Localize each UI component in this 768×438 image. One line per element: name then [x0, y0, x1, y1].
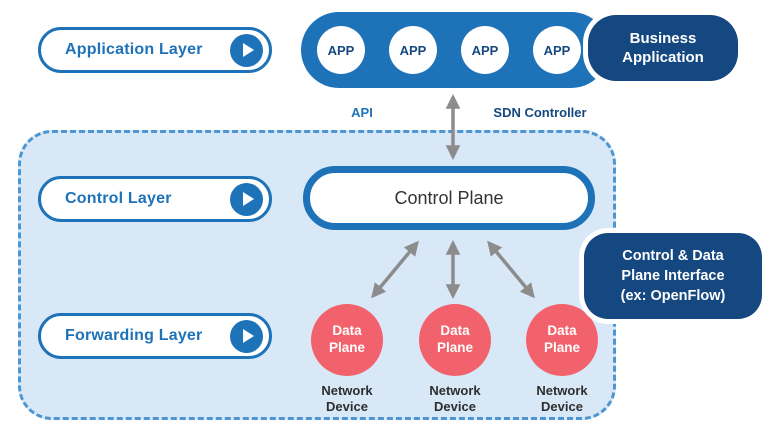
triangle-icon	[242, 329, 254, 343]
forwarding-layer-pill: Forwarding Layer	[38, 313, 272, 359]
network-device-column-2: Data Plane Network Device	[410, 304, 500, 416]
network-device-label: Network Device	[321, 383, 373, 415]
play-icon	[230, 182, 263, 216]
forwarding-layer-label: Forwarding Layer	[65, 327, 203, 344]
interface-badge: Control & Data Plane Interface (ex: Open…	[584, 233, 762, 319]
interface-badge-label: Control & Data Plane Interface (ex: Open…	[620, 247, 726, 305]
play-icon	[230, 319, 263, 353]
network-device-column-1: Data Plane Network Device	[302, 304, 392, 416]
control-layer-label: Control Layer	[65, 190, 172, 207]
data-plane-label: Data Plane	[543, 323, 581, 355]
application-layer-label: Application Layer	[65, 41, 203, 58]
data-plane-circle: Data Plane	[419, 304, 491, 376]
app-circle: APP	[533, 26, 581, 74]
api-label: API	[351, 105, 373, 120]
app-circle: APP	[461, 26, 509, 74]
network-device-label: Network Device	[429, 383, 481, 415]
app-circle: APP	[389, 26, 437, 74]
play-icon	[230, 33, 263, 67]
business-application-badge: Business Application	[588, 15, 738, 81]
app-label: APP	[543, 42, 571, 58]
business-application-label: Business Application	[622, 29, 704, 67]
data-plane-label: Data Plane	[328, 323, 366, 355]
app-label: APP	[471, 42, 499, 58]
sdn-controller-label: SDN Controller	[493, 105, 587, 120]
app-bar: APP APP APP APP	[301, 12, 609, 88]
control-plane-box: Control Plane	[303, 166, 595, 230]
app-label: APP	[399, 42, 427, 58]
network-device-label: Network Device	[536, 383, 588, 415]
triangle-icon	[242, 192, 254, 206]
data-plane-circle: Data Plane	[526, 304, 598, 376]
application-layer-pill: Application Layer	[38, 27, 272, 73]
app-circle: APP	[317, 26, 365, 74]
control-layer-pill: Control Layer	[38, 176, 272, 222]
network-device-column-3: Data Plane Network Device	[517, 304, 607, 416]
triangle-icon	[242, 43, 254, 57]
control-plane-label: Control Plane	[394, 187, 504, 208]
data-plane-circle: Data Plane	[311, 304, 383, 376]
app-label: APP	[327, 42, 355, 58]
data-plane-label: Data Plane	[436, 323, 474, 355]
